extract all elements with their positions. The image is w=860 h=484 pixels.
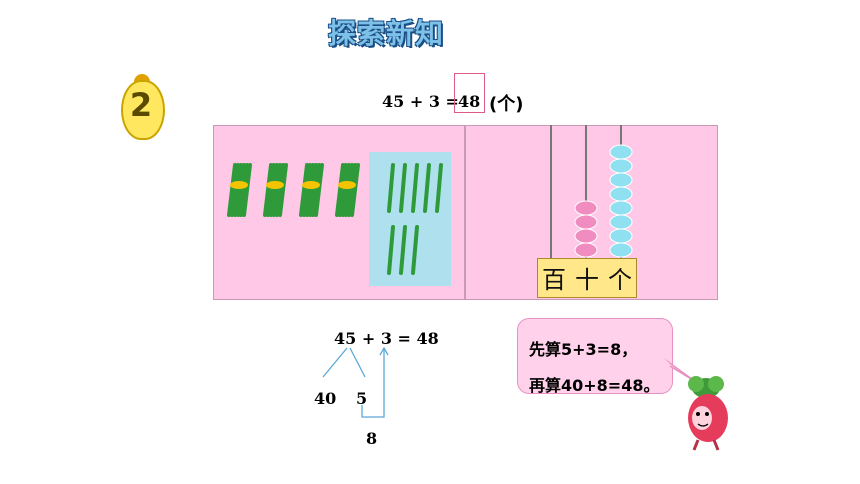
single-stick [399,163,407,213]
abacus-illustration [550,125,633,260]
partial-sum: 8 [366,429,378,448]
equation-unit: (个) [489,94,524,115]
single-sticks-area [369,152,451,286]
place-hundreds: 百 [542,266,566,294]
ones-bead [609,242,633,258]
single-stick [423,163,431,213]
split-tens: 40 [314,389,337,408]
equation-left: 45 + 3 = [382,92,459,111]
counting-sticks-illustration [227,163,443,275]
ones-bead [609,228,633,244]
single-stick [411,225,419,275]
ones-bead [609,200,633,216]
ones-bead [609,186,633,202]
ones-bead [609,158,633,174]
speech-bubble [517,318,673,394]
equation-answer: 48 [458,92,481,111]
ones-bead [609,214,633,230]
place-tens: 十 [575,266,599,294]
split-lines [322,346,389,418]
chick-badge-icon [121,80,165,140]
stick-bundle [227,163,252,217]
ones-bead [609,172,633,188]
single-stick [387,163,395,213]
bubble-line-2: 再算40+8=48。 [529,376,660,395]
stick-bundle [299,163,324,217]
tens-bead [574,228,598,244]
section-title: 探索新知 [328,17,445,50]
tens-bead [574,242,598,258]
split-ones: 5 [356,389,368,408]
single-stick [399,225,407,275]
single-stick [387,225,395,275]
abacus-base [537,258,637,298]
single-stick [435,163,443,213]
stick-bundle [263,163,288,217]
ones-bead [609,144,633,160]
place-ones: 个 [608,266,632,294]
example-number: 2 [129,86,153,124]
tens-bead [574,214,598,230]
single-stick [411,163,419,213]
radish-mascot-icon [688,376,728,451]
work-equation: 45 + 3 = 48 [334,329,439,348]
stick-bundle [335,163,360,217]
chick-crest-icon [134,74,150,84]
bubble-line-1: 先算5+3=8， [529,340,638,359]
bubble-tail [660,354,697,383]
answer-box [454,73,485,113]
tens-bead [574,200,598,216]
